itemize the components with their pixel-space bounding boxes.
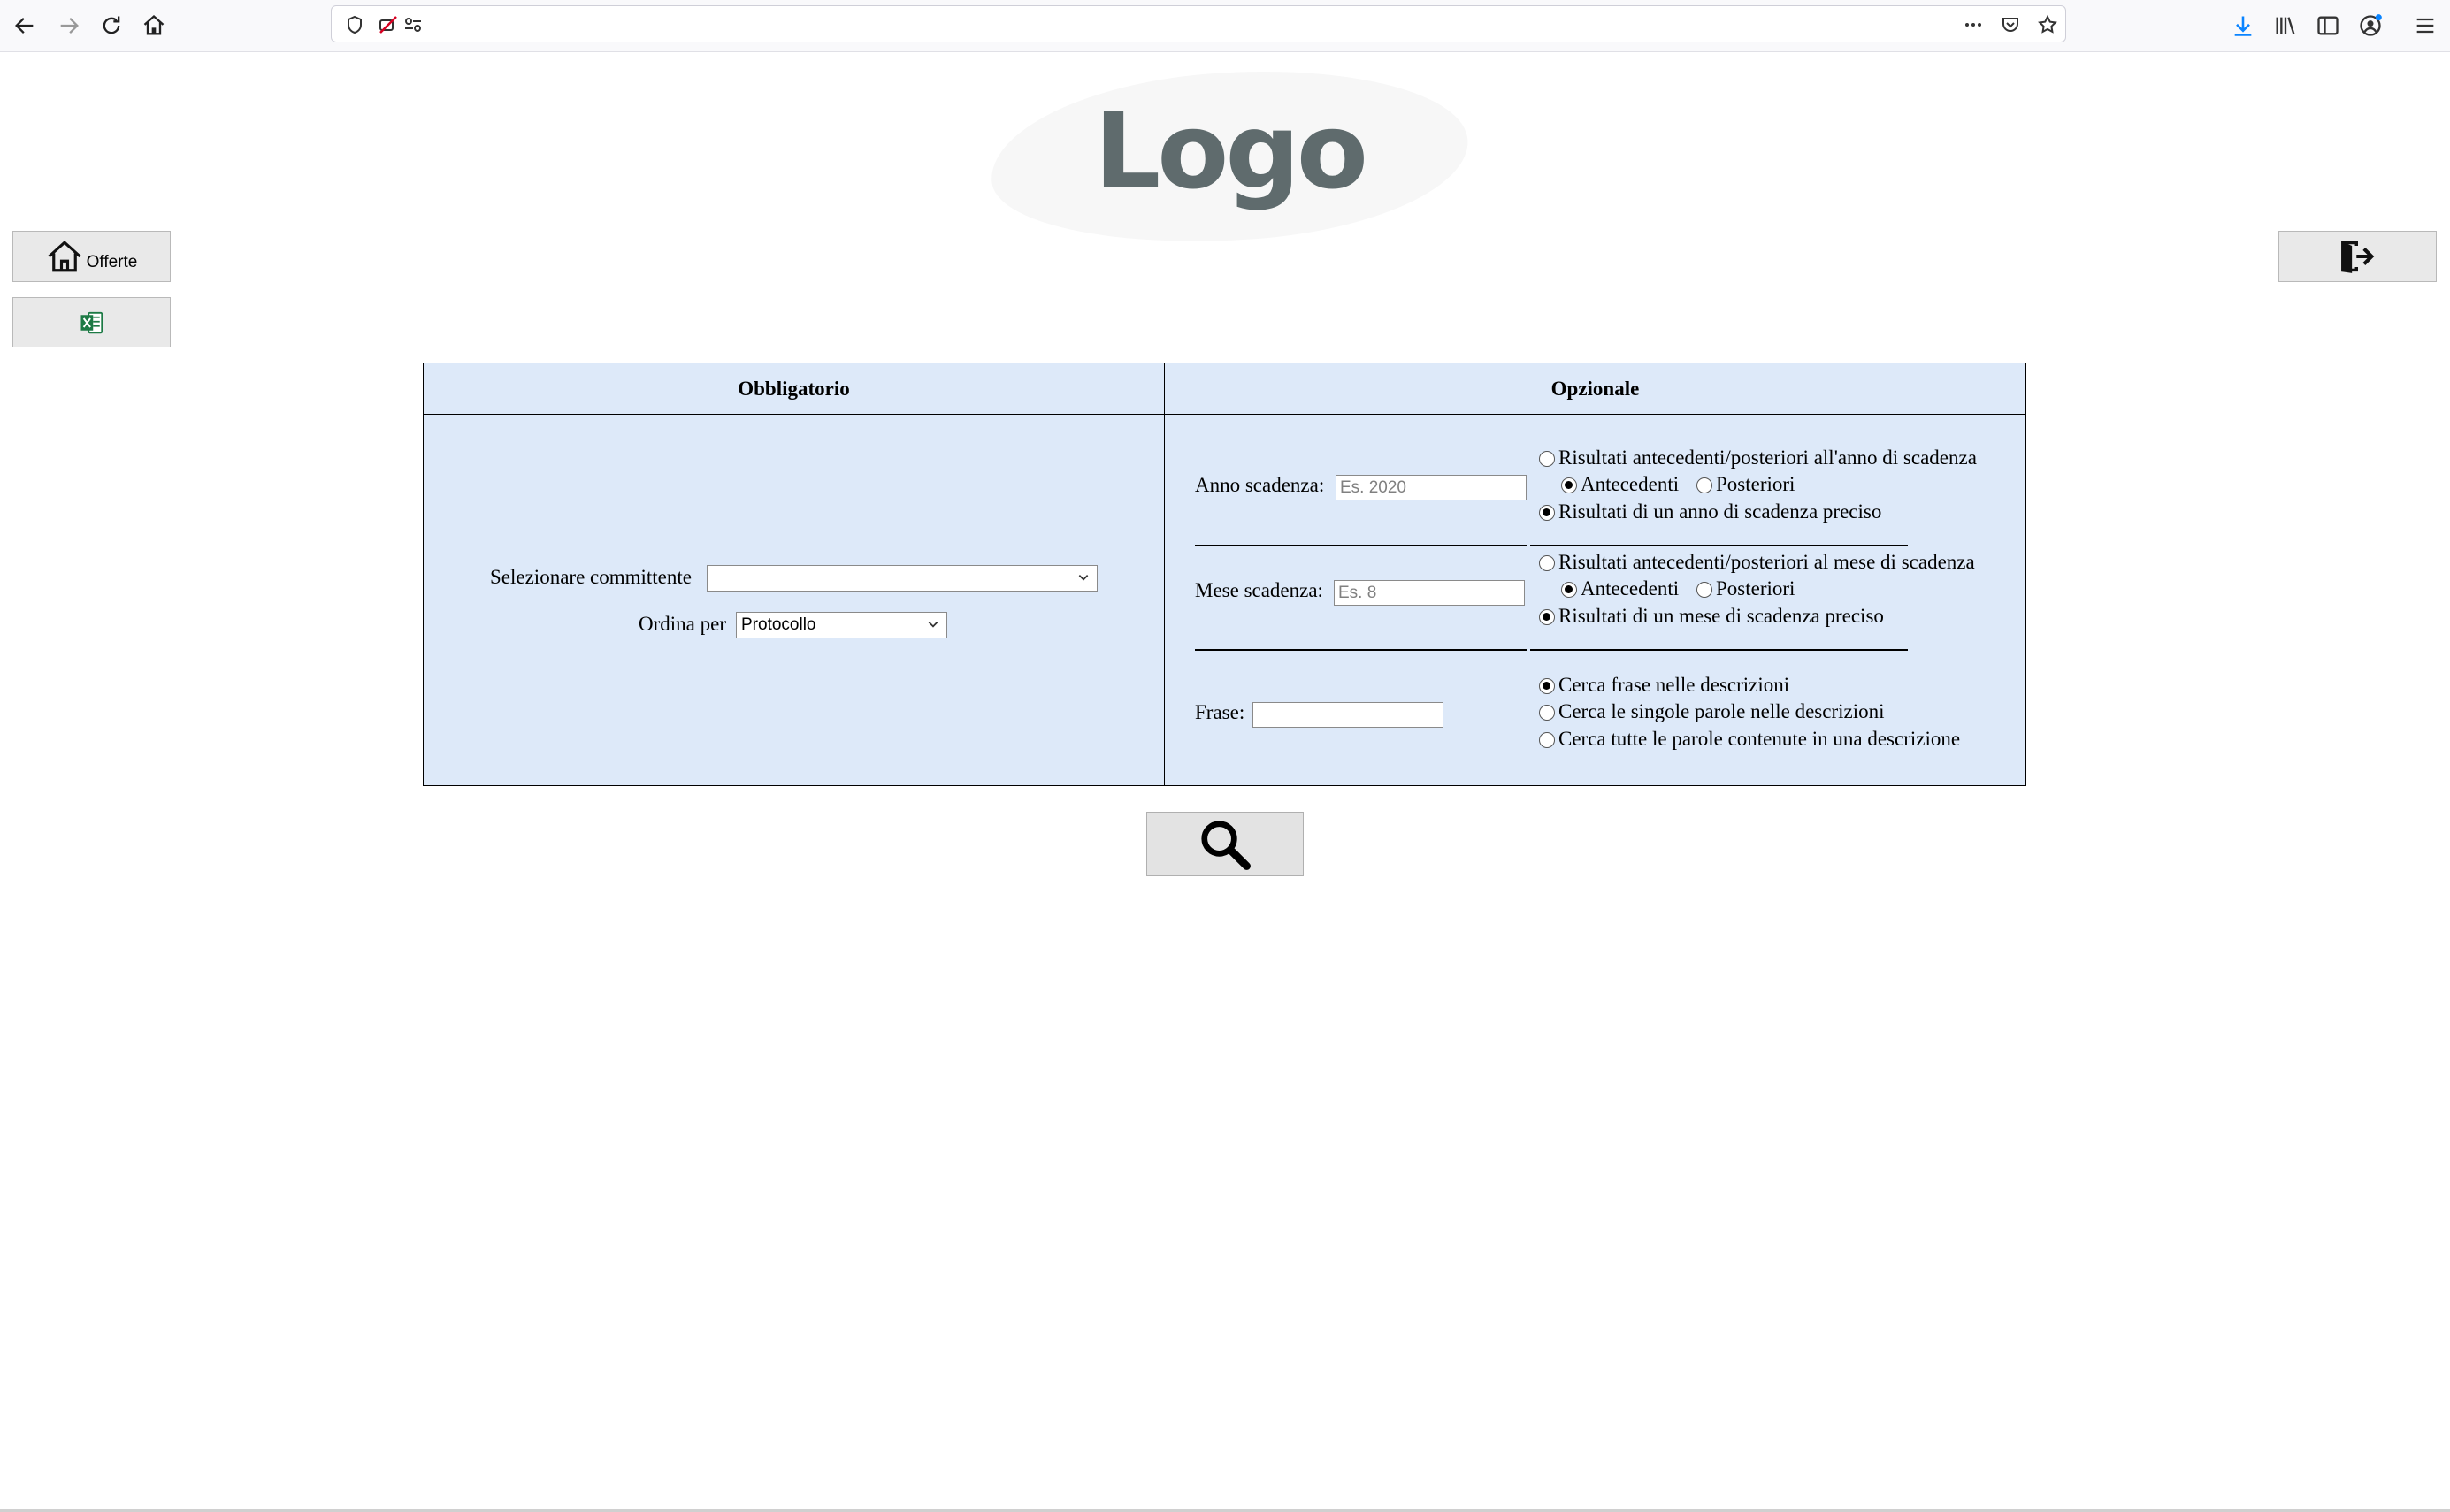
browser-toolbar xyxy=(0,0,2450,52)
chevron-down-icon xyxy=(1078,575,1089,581)
anno-before-label: Antecedenti xyxy=(1581,473,1680,495)
search-button[interactable] xyxy=(1146,812,1304,876)
chevron-down-icon xyxy=(928,622,938,628)
separator-line xyxy=(1195,545,1527,546)
permissions-icon[interactable] xyxy=(401,12,425,37)
window-bottom-border xyxy=(0,1509,2450,1512)
logout-button[interactable] xyxy=(2278,231,2437,282)
home-offerte-button[interactable]: Offerte xyxy=(12,231,171,282)
camera-blocked-icon[interactable] xyxy=(376,12,401,37)
ordina-select[interactable]: Protocollo xyxy=(736,612,947,638)
mandatory-header: Obbligatorio xyxy=(424,363,1164,415)
committente-select[interactable] xyxy=(707,565,1098,592)
mese-range-label: Risultati antecedenti/posteriori al mese… xyxy=(1558,551,1975,573)
sidebar-icon[interactable] xyxy=(2310,8,2346,43)
bookmark-star-icon[interactable] xyxy=(2035,12,2060,37)
anno-exact-radio[interactable] xyxy=(1539,505,1555,521)
optional-column: Opzionale Anno scadenza: Es. 2020 Risult… xyxy=(1165,363,2025,785)
mese-before-label: Antecedenti xyxy=(1581,577,1680,599)
mese-label: Mese scadenza: xyxy=(1195,579,1323,601)
frase-phrase-radio[interactable] xyxy=(1539,678,1555,694)
house-icon xyxy=(48,241,81,272)
more-actions-icon[interactable] xyxy=(1961,12,1986,37)
reload-icon[interactable] xyxy=(94,8,129,43)
mese-input[interactable]: Es. 8 xyxy=(1334,580,1525,606)
anno-range-radio[interactable] xyxy=(1539,451,1555,467)
separator-line xyxy=(1530,545,1908,546)
library-icon[interactable] xyxy=(2268,8,2303,43)
ordina-label: Ordina per xyxy=(639,613,726,635)
magnifier-icon xyxy=(1201,820,1251,870)
ordina-select-value: Protocollo xyxy=(741,615,816,634)
pocket-icon[interactable] xyxy=(1998,12,2023,37)
logo: Logo xyxy=(982,56,1477,257)
frase-phrase-label: Cerca frase nelle descrizioni xyxy=(1558,674,1790,696)
frase-all-label: Cerca tutte le parole contenute in una d… xyxy=(1558,728,1961,750)
back-arrow-icon[interactable] xyxy=(7,8,42,43)
anno-exact-label: Risultati di un anno di scadenza preciso xyxy=(1558,500,1882,523)
mese-exact-label: Risultati di un mese di scadenza preciso xyxy=(1558,605,1884,627)
url-bar[interactable] xyxy=(331,5,2066,42)
separator-line xyxy=(1530,649,1908,651)
exit-door-icon xyxy=(2340,241,2374,273)
mese-after-radio[interactable] xyxy=(1696,582,1712,598)
mandatory-column: Obbligatorio Selezionare committente Ord… xyxy=(424,363,1165,785)
excel-icon xyxy=(80,311,103,333)
home-icon[interactable] xyxy=(136,8,172,43)
frase-all-radio[interactable] xyxy=(1539,732,1555,748)
anno-input[interactable]: Es. 2020 xyxy=(1336,475,1527,500)
mese-exact-radio[interactable] xyxy=(1539,609,1555,625)
anno-label: Anno scadenza: xyxy=(1195,474,1325,496)
frase-words-radio[interactable] xyxy=(1539,705,1555,721)
mese-range-radio[interactable] xyxy=(1539,555,1555,571)
download-icon[interactable] xyxy=(2225,8,2261,43)
anno-before-radio[interactable] xyxy=(1561,477,1577,493)
forward-arrow-icon[interactable] xyxy=(51,8,87,43)
frase-input[interactable] xyxy=(1252,702,1443,728)
separator-line xyxy=(1195,649,1527,651)
committente-label: Selezionare committente xyxy=(490,566,692,588)
search-form-table: Obbligatorio Selezionare committente Ord… xyxy=(423,363,2026,786)
export-excel-button[interactable] xyxy=(12,297,171,347)
anno-range-label: Risultati antecedenti/posteriori all'ann… xyxy=(1558,447,1977,469)
anno-after-radio[interactable] xyxy=(1696,477,1712,493)
frase-words-label: Cerca le singole parole nelle descrizion… xyxy=(1558,700,1885,722)
logo-text: Logo xyxy=(1094,90,1368,212)
home-button-label: Offerte xyxy=(86,253,138,271)
optional-header: Opzionale xyxy=(1165,363,2025,415)
account-icon[interactable] xyxy=(2353,8,2388,43)
frase-label: Frase: xyxy=(1195,701,1245,723)
mese-before-radio[interactable] xyxy=(1561,582,1577,598)
mese-after-label: Posteriori xyxy=(1716,577,1795,599)
menu-icon[interactable] xyxy=(2408,8,2443,43)
anno-after-label: Posteriori xyxy=(1716,473,1795,495)
shield-icon[interactable] xyxy=(342,12,367,37)
